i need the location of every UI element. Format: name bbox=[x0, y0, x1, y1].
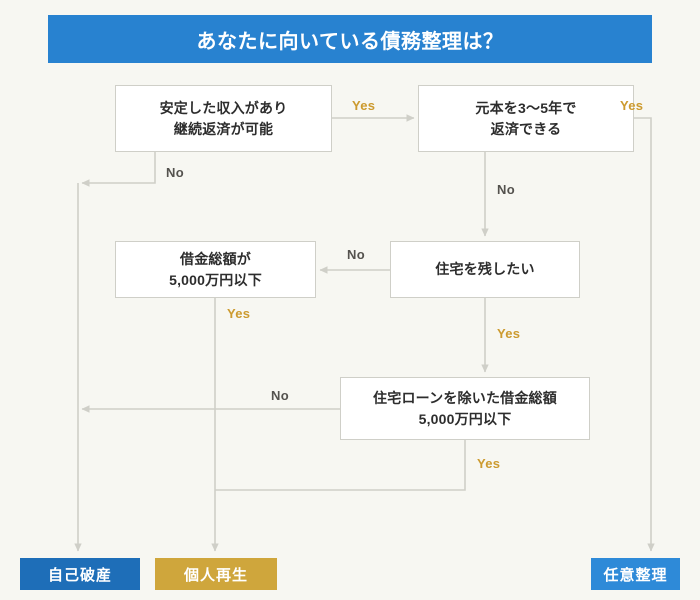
edge-label-q4-no: No bbox=[347, 247, 365, 262]
page-title-text: あなたに向いている債務整理は？ bbox=[196, 30, 504, 53]
node-q5-line2: 5,000万円以下 bbox=[418, 410, 512, 427]
edge-label-q1-yes: Yes bbox=[352, 98, 376, 113]
node-q2-line1: 元本を3〜5年で bbox=[475, 100, 577, 117]
wire-q1-no bbox=[81, 152, 156, 187]
edge-label-q4-yes: Yes bbox=[497, 326, 521, 341]
node-q1[interactable]: 安定した収入があり 継続返済が可能 bbox=[115, 85, 332, 152]
wire-q5-yes bbox=[215, 440, 466, 491]
edge-label-q5-yes: Yes bbox=[477, 456, 501, 471]
edge-label-q3-yes: Yes bbox=[227, 306, 251, 321]
result-kojin-saisei[interactable]: 個人再生 bbox=[155, 558, 277, 590]
node-q3-line2: 5,000万円以下 bbox=[169, 271, 262, 288]
node-q3-line1: 借金総額が bbox=[180, 251, 251, 268]
node-q5[interactable]: 住宅ローンを除いた借金総額 5,000万円以下 bbox=[340, 377, 590, 440]
node-q3[interactable]: 借金総額が 5,000万円以下 bbox=[115, 241, 316, 298]
result-jiko-hasan-label: 自己破産 bbox=[47, 566, 112, 584]
result-jiko-hasan[interactable]: 自己破産 bbox=[20, 558, 140, 590]
edge-label-q2-no: No bbox=[497, 182, 515, 197]
node-q1-line1: 安定した収入があり bbox=[159, 100, 288, 117]
edge-label-q5-no: No bbox=[271, 388, 289, 403]
node-q1-line2: 継続返済が可能 bbox=[173, 120, 274, 137]
page-title: あなたに向いている債務整理は？ bbox=[48, 15, 652, 63]
result-nini-seiri-label: 任意整理 bbox=[603, 566, 668, 584]
result-kojin-saisei-label: 個人再生 bbox=[183, 566, 248, 584]
wire-q2-yes bbox=[634, 117, 652, 490]
edge-label-q1-no: No bbox=[166, 165, 184, 180]
result-nini-seiri[interactable]: 任意整理 bbox=[591, 558, 680, 590]
node-q5-line1: 住宅ローンを除いた借金総額 bbox=[373, 390, 557, 407]
node-q2[interactable]: 元本を3〜5年で 返済できる bbox=[418, 85, 634, 152]
node-q2-line2: 返済できる bbox=[490, 120, 562, 137]
node-q4-line1: 住宅を残したい bbox=[435, 261, 535, 278]
node-q4[interactable]: 住宅を残したい bbox=[390, 241, 580, 298]
edge-label-q2-yes: Yes bbox=[620, 98, 644, 113]
